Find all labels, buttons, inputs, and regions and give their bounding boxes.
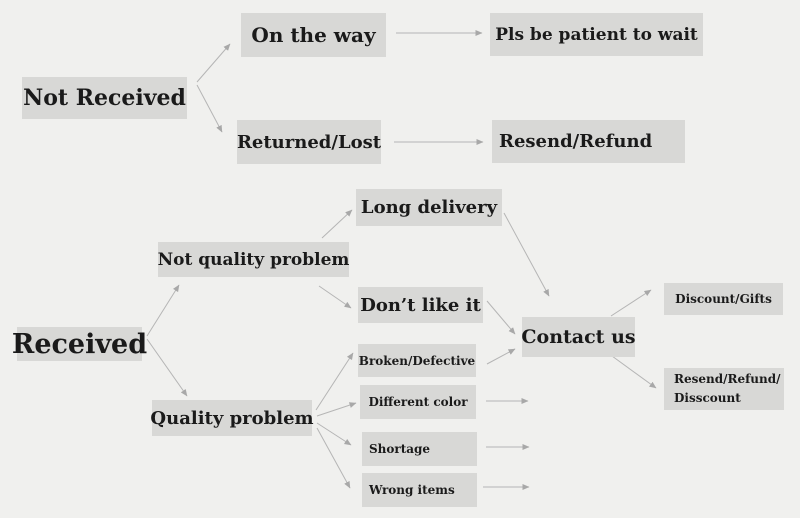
node-different-color: Different color bbox=[360, 385, 476, 419]
node-received: Received bbox=[11, 327, 148, 361]
arrow-quality-to-broken-defective bbox=[315, 352, 354, 411]
node-dont-like-it: Don’t like it bbox=[358, 287, 483, 323]
arrow-contact-us-to-discount-gifts bbox=[610, 289, 652, 317]
arrow-received-to-not-quality-problem bbox=[146, 284, 180, 337]
arrow-received-to-quality-problem bbox=[146, 338, 188, 397]
node-contact-us: Contact us bbox=[521, 317, 636, 357]
arrow-contact-us-to-resend-refund-disscount bbox=[611, 355, 657, 389]
node-long-delivery: Long delivery bbox=[356, 189, 502, 226]
arrow-not-quality-to-dont-like-it bbox=[318, 285, 352, 309]
arrow-quality-to-shortage bbox=[316, 422, 352, 446]
arrow-not-received-to-on-the-way bbox=[196, 43, 231, 83]
node-quality-problem: Quality problem bbox=[150, 400, 314, 436]
node-discount-gifts: Discount/Gifts bbox=[664, 283, 783, 315]
node-not-quality-problem: Not quality problem bbox=[158, 242, 349, 277]
arrow-dont-like-to-contact-us bbox=[486, 300, 516, 335]
node-broken-defective: Broken/Defective bbox=[358, 344, 476, 377]
node-resend-refund-disscount: Resend/Refund/ Disscount bbox=[664, 368, 784, 410]
arrow-not-received-to-returned-lost bbox=[196, 84, 223, 133]
node-on-the-way: On the way bbox=[241, 13, 386, 57]
node-not-received: Not Received bbox=[22, 77, 187, 119]
arrow-not-quality-to-long-delivery bbox=[321, 209, 353, 239]
node-resend-refund-disscount-line1: Resend/Refund/ bbox=[674, 372, 781, 386]
node-shortage: Shortage bbox=[362, 432, 477, 466]
arrow-quality-to-different-color bbox=[316, 402, 357, 417]
arrow-long-delivery-to-contact-us bbox=[503, 212, 550, 297]
arrow-quality-to-wrong-items bbox=[316, 427, 351, 489]
node-pls-be-patient: Pls be patient to wait bbox=[490, 13, 703, 56]
node-wrong-items: Wrong items bbox=[362, 473, 477, 507]
node-returned-lost: Returned/Lost bbox=[237, 120, 381, 164]
node-resend-refund-disscount-line2: Disscount bbox=[674, 391, 741, 405]
node-resend-refund: Resend/Refund bbox=[492, 120, 685, 163]
arrow-broken-defective-to-contact-us bbox=[486, 348, 516, 365]
